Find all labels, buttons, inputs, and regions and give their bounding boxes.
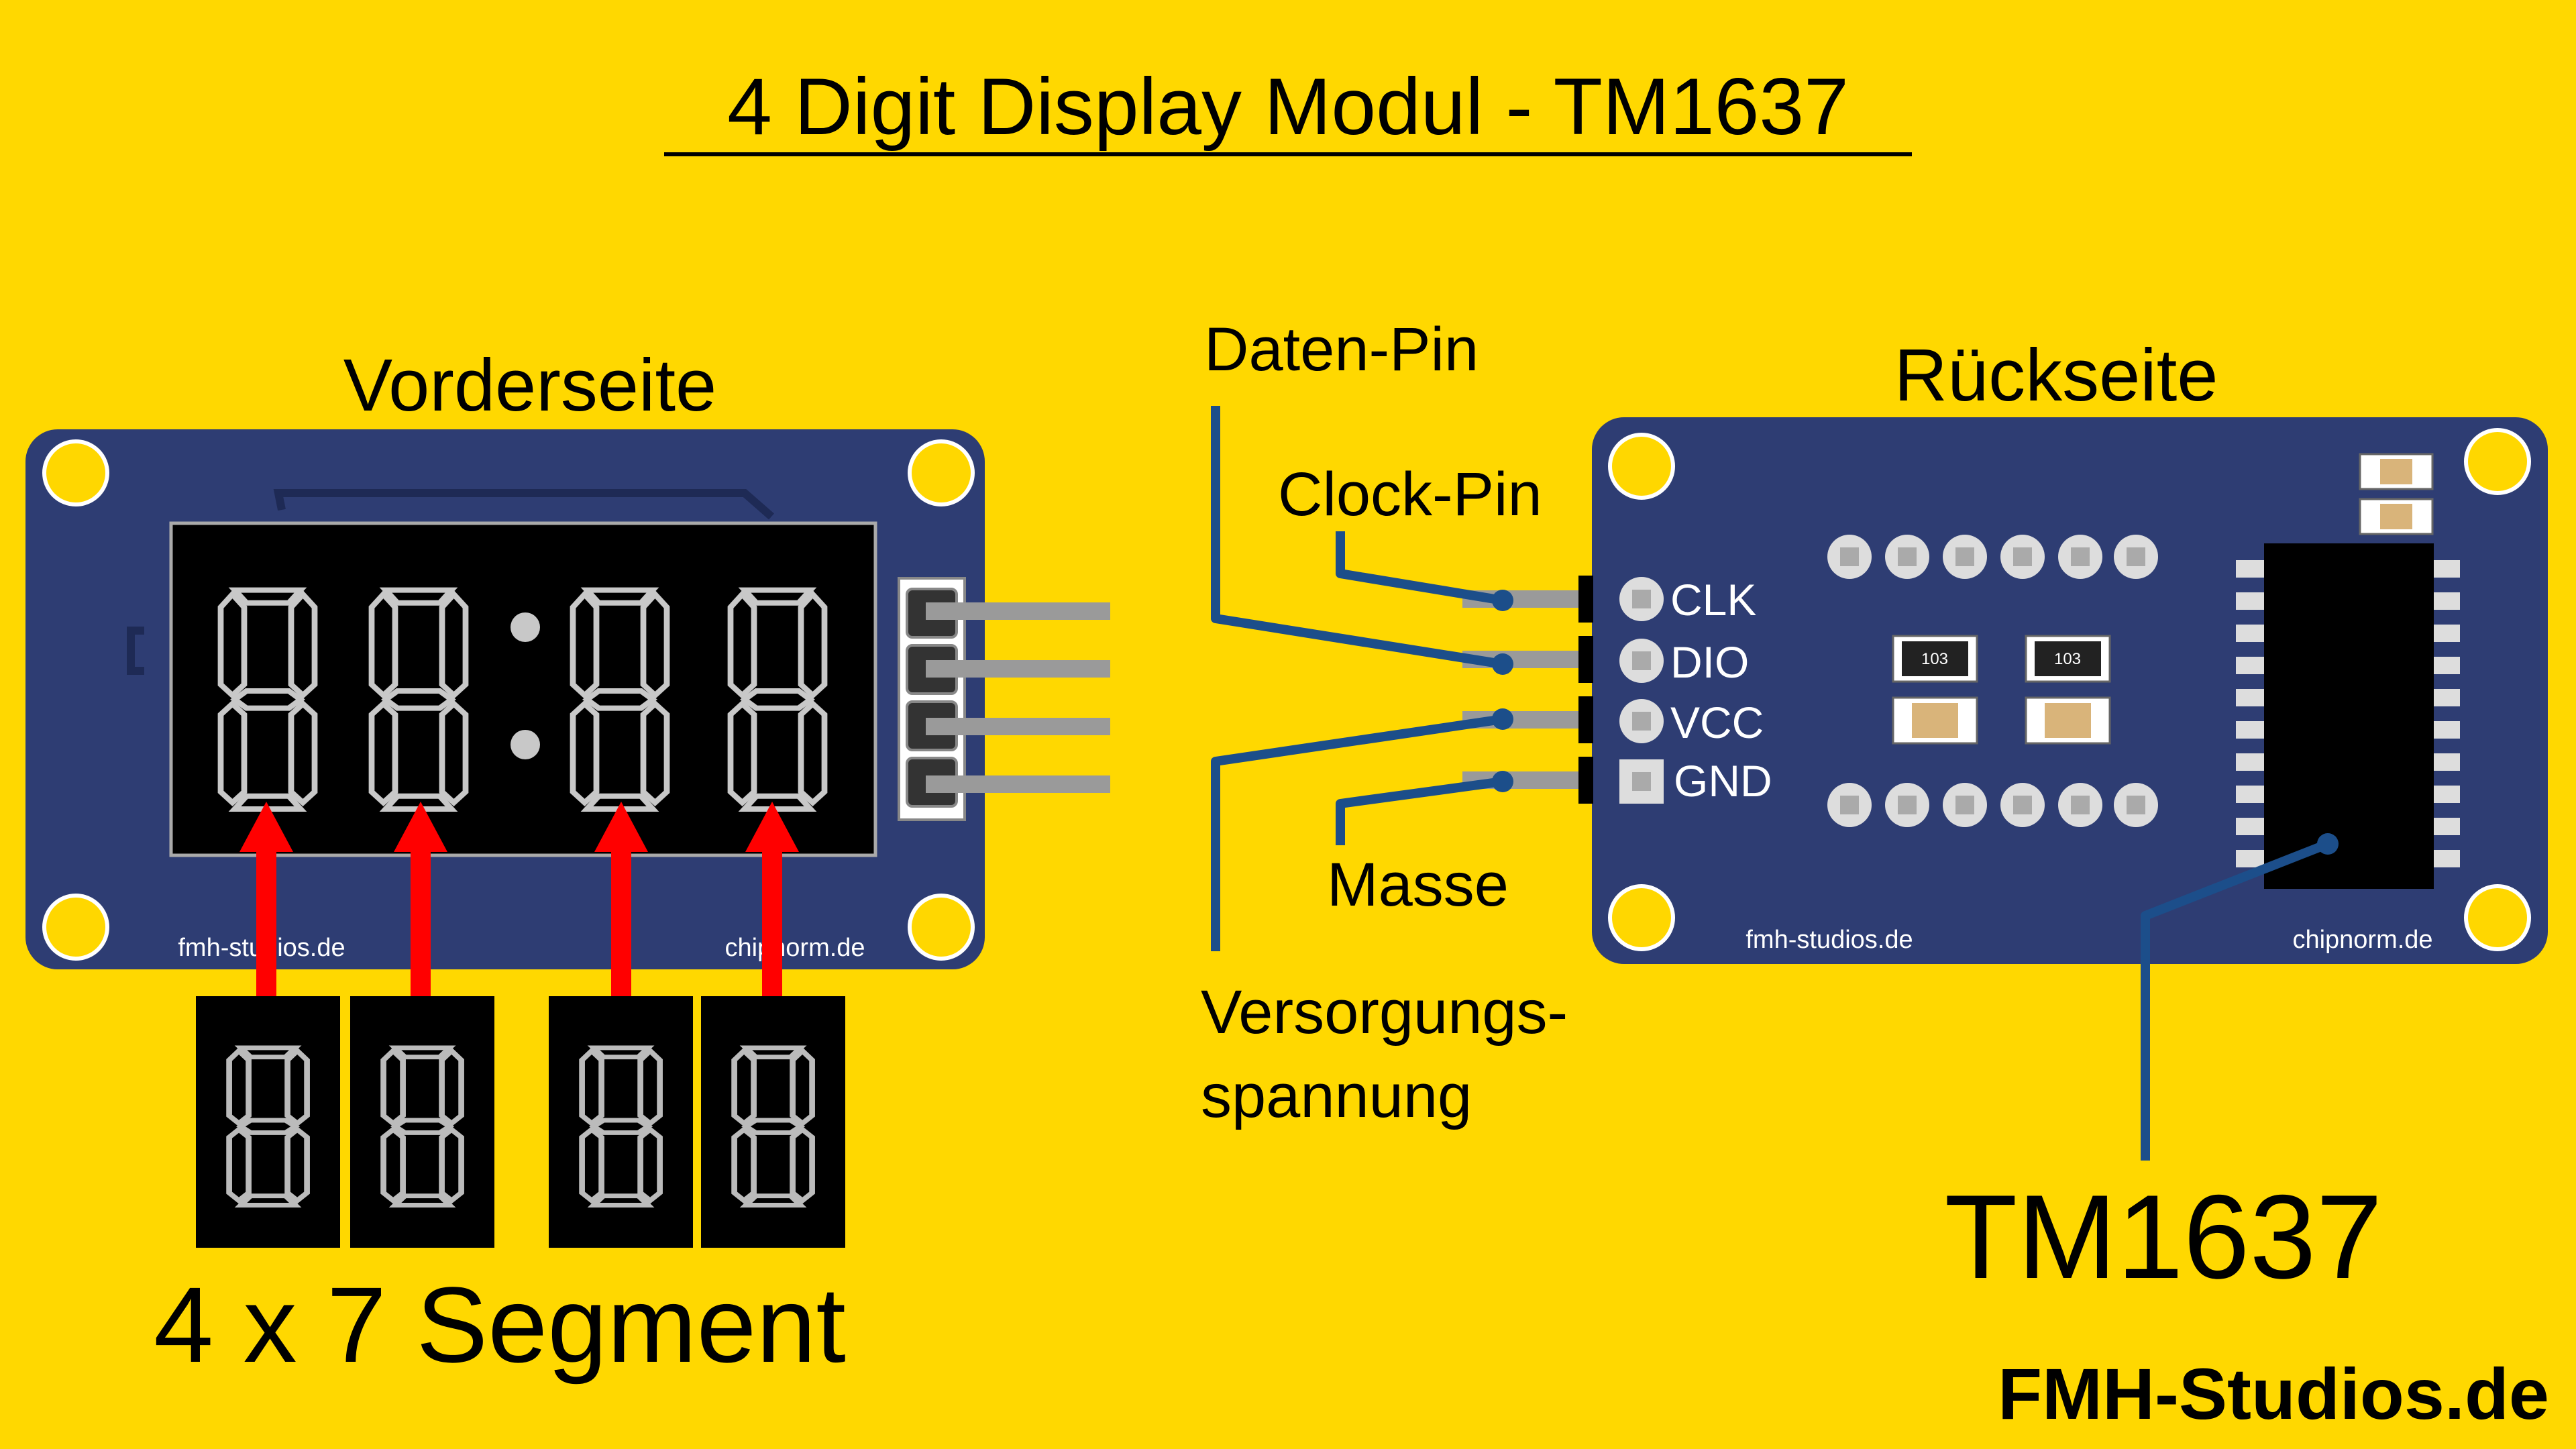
back-heading: Rückseite (1894, 334, 2218, 417)
mounting-hole (908, 439, 975, 506)
svg-text:103: 103 (1921, 650, 1948, 668)
back-pcb: CLK DIO VCC GND 103 103 (1462, 417, 2548, 964)
label-ground: Masse (1327, 851, 1509, 919)
smd-resistor: 103 (1892, 635, 1978, 683)
single-digit-module (350, 996, 494, 1248)
callout-lines (1211, 406, 2330, 1161)
header-pin-legs (926, 602, 1110, 793)
front-pcb: fmh-studios.de chipnorm.de (25, 429, 1110, 969)
segment-caption: 4 x 7 Segment (154, 1265, 846, 1385)
mounting-hole (2464, 884, 2531, 951)
mounting-hole (42, 439, 109, 506)
mounting-hole (2464, 428, 2531, 495)
chip-pins-right (2432, 560, 2460, 867)
chip-label: TM1637 (1945, 1170, 2383, 1303)
segment-arrows (239, 802, 799, 996)
smd-capacitor-small (2359, 453, 2434, 535)
label-clock-pin: Clock-Pin (1278, 460, 1542, 529)
colon-dot (511, 730, 540, 759)
back-brand-left: fmh-studios.de (1746, 926, 1913, 954)
callout-dots (1492, 590, 2339, 855)
pin-label-vcc: VCC (1670, 698, 1764, 747)
back-header-body (1578, 576, 1593, 804)
mounting-hole (1608, 884, 1675, 951)
mounting-hole (42, 894, 109, 961)
colon-dot (511, 612, 540, 642)
smd-resistor: 103 (2025, 635, 2111, 683)
pin-pad-centers (1632, 590, 1651, 791)
svg-text:103: 103 (2054, 650, 2081, 668)
pin-label-gnd: GND (1674, 756, 1772, 806)
single-digit-module (701, 996, 845, 1248)
tm1637-chip (2264, 543, 2434, 889)
pin-label-dio: DIO (1670, 637, 1749, 687)
via-centers (1840, 547, 2145, 814)
mounting-hole (908, 894, 975, 961)
pin-label-clk: CLK (1670, 575, 1756, 625)
label-data-pin: Daten-Pin (1204, 315, 1479, 384)
back-header-pins (1462, 590, 1583, 789)
label-supply-line2: spannung (1201, 1062, 1472, 1130)
smd-capacitor (1892, 696, 1978, 745)
mounting-hole (1608, 433, 1675, 500)
back-brand-right: chipnorm.de (2292, 926, 2432, 954)
smd-capacitor (2025, 696, 2111, 745)
page-title: 4 Digit Display Modul - TM1637 (727, 62, 1849, 152)
footer-brand: FMH-Studios.de (1998, 1353, 2549, 1434)
front-brand-right: chipnorm.de (724, 934, 865, 962)
front-heading: Vorderseite (343, 344, 716, 427)
single-digit-module (196, 996, 340, 1248)
label-supply-line1: Versorgungs- (1201, 978, 1568, 1046)
single-digit-module (549, 996, 693, 1248)
chip-pins-left (2236, 560, 2264, 867)
